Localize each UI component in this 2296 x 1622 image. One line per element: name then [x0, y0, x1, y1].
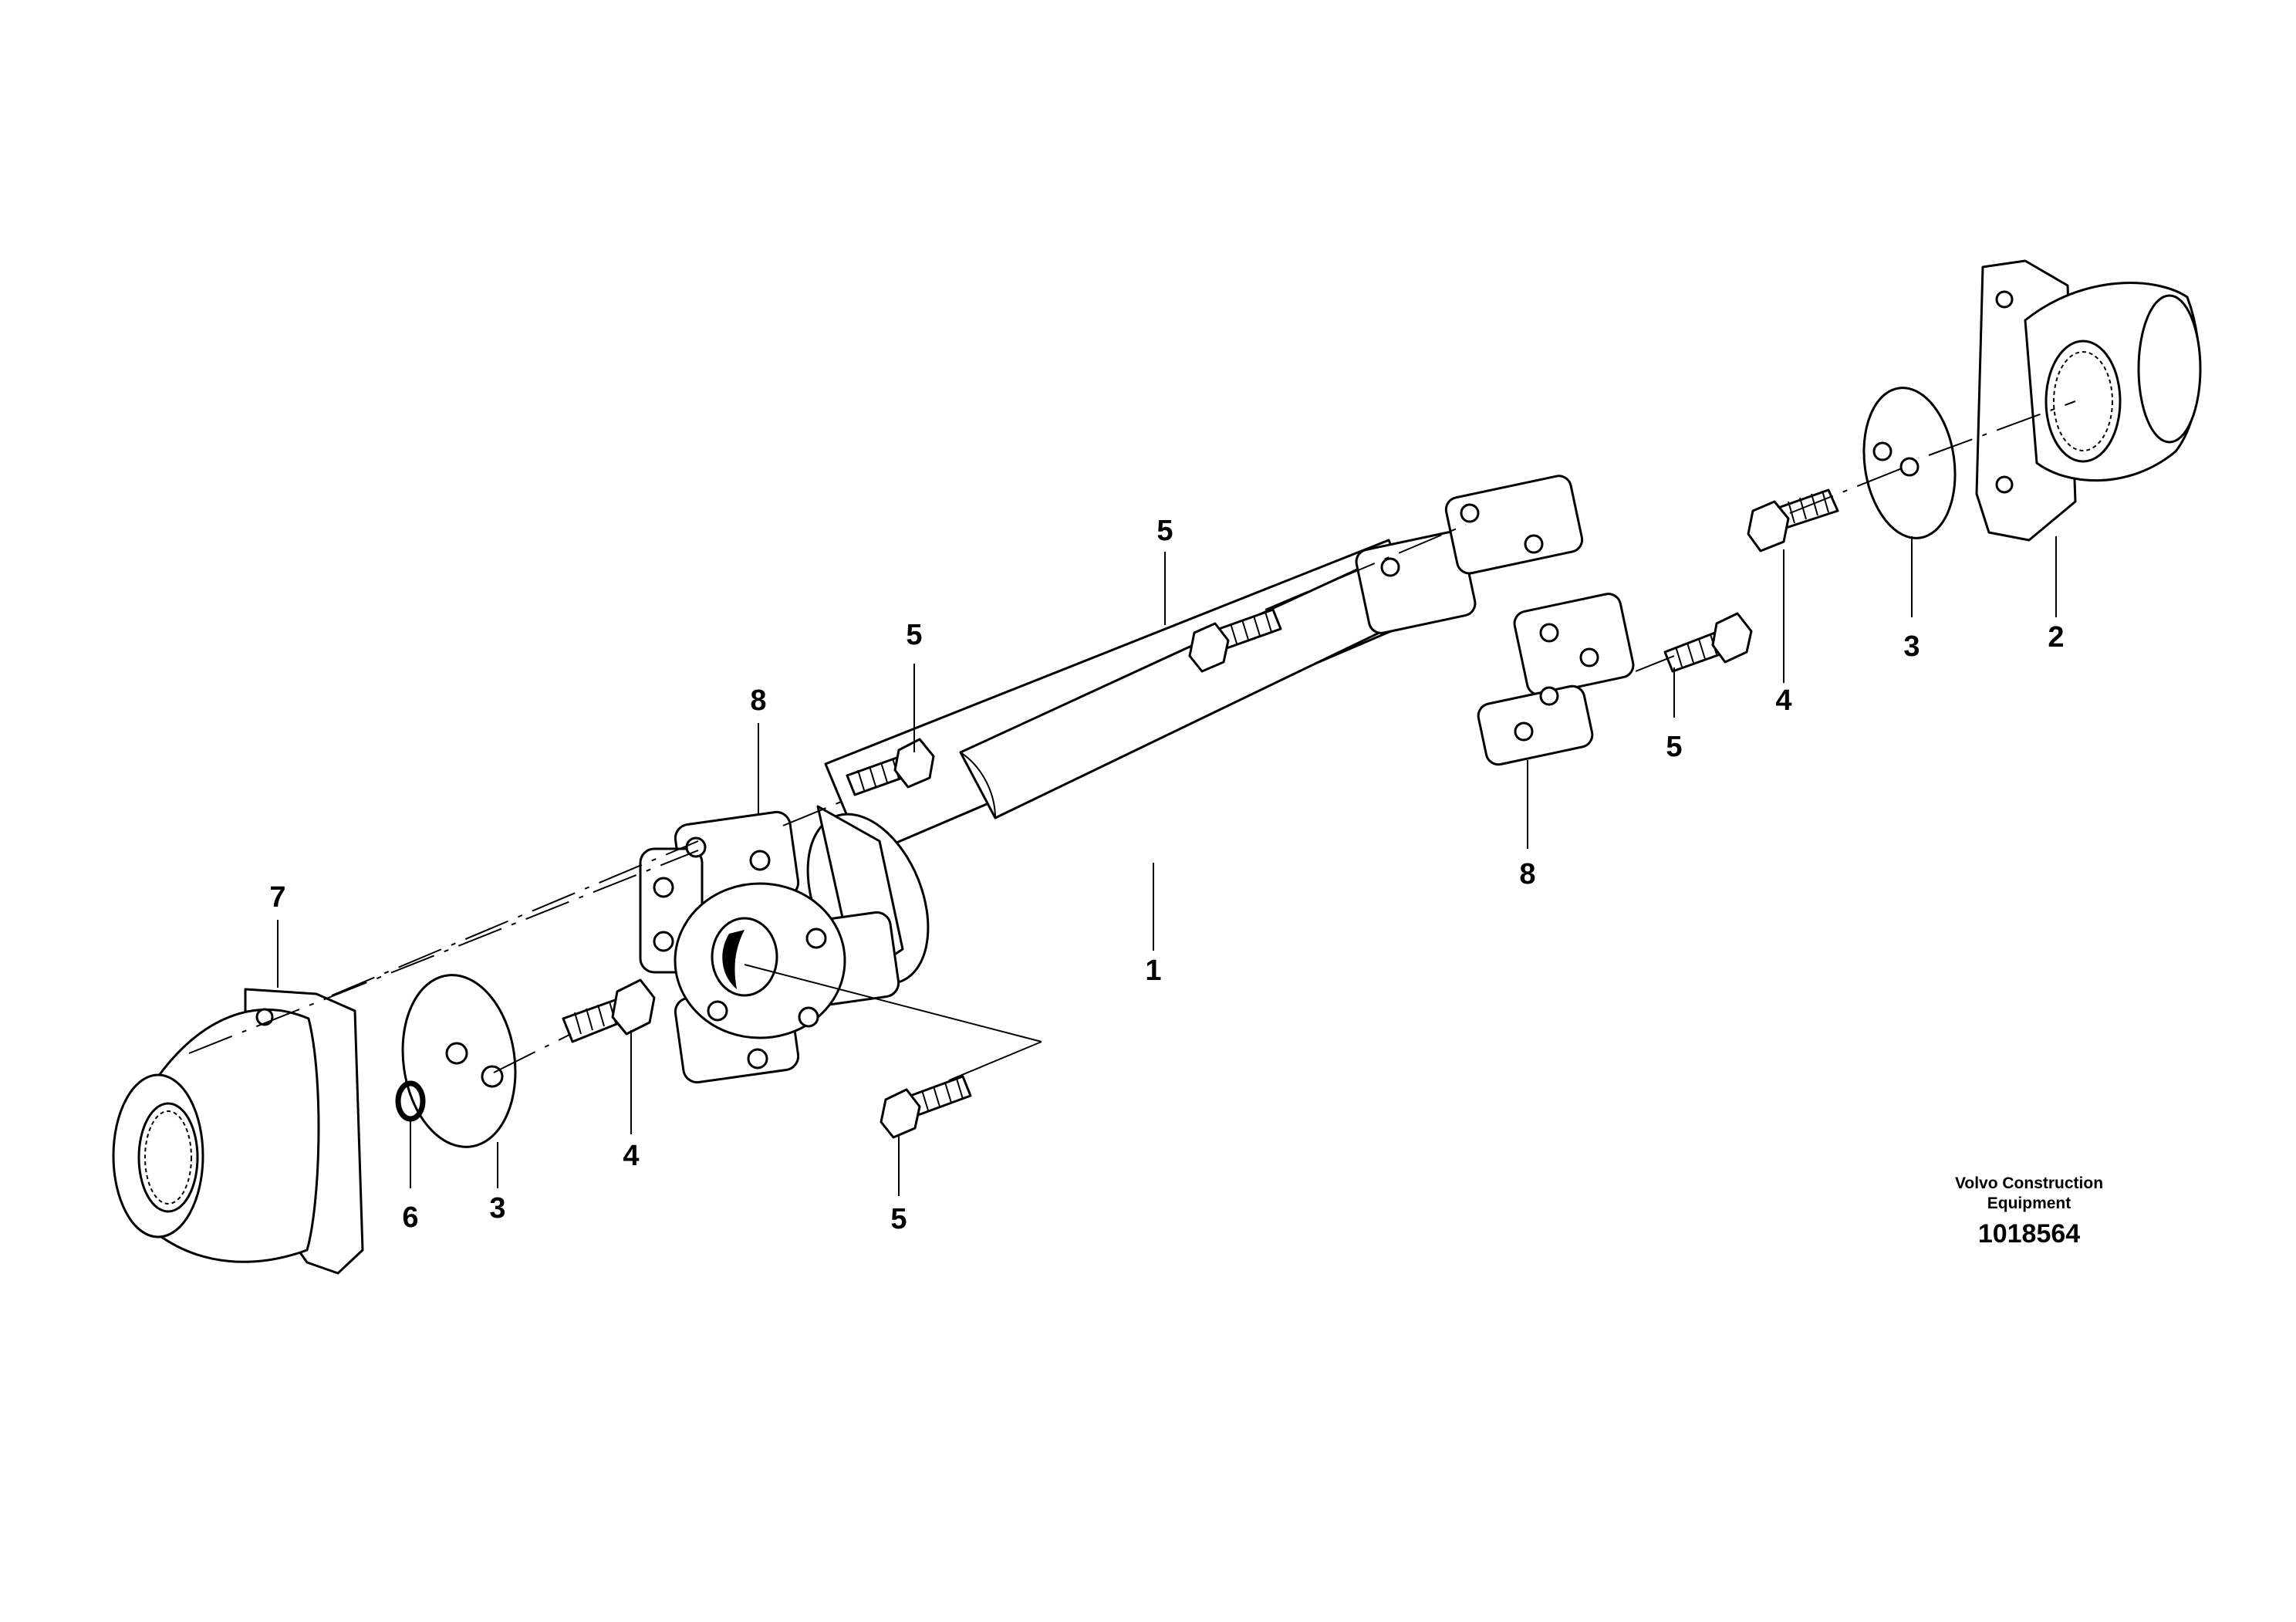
brand-name-line2: Equipment: [1987, 1195, 2071, 1212]
callout-4-left: 4: [623, 1140, 639, 1172]
lock-plate-right: [1862, 387, 1957, 539]
o-ring: [395, 1080, 426, 1122]
screw-5-mid: [846, 738, 935, 796]
callout-5-mid: 5: [906, 619, 922, 651]
drawing-footer: Volvo Construction Equipment 1018564: [1955, 1174, 2103, 1249]
universal-joint-right: [1355, 475, 1635, 766]
callout-8-right: 8: [1519, 858, 1535, 890]
callout-5-right: 5: [1666, 731, 1682, 763]
callout-5-bottom: 5: [890, 1203, 907, 1235]
flange-yoke-right: [1975, 259, 2202, 542]
flange-yoke-left: [112, 988, 364, 1275]
universal-joint-left: [639, 810, 900, 1084]
callout-numbers: 1 2 3 3 4 4 5 5 5 5 6 7 8 8: [269, 515, 2064, 1235]
callout-3-left: 3: [489, 1192, 505, 1225]
callout-4-right: 4: [1775, 684, 1791, 717]
callout-6: 6: [402, 1201, 418, 1234]
callout-5-top: 5: [1156, 515, 1173, 547]
assembly-axis-lines: [188, 400, 2076, 1081]
screw-5-right: [1663, 612, 1753, 673]
callout-3-right: 3: [1903, 630, 1920, 663]
callout-leaders: [277, 536, 2057, 1196]
callout-8-left: 8: [750, 684, 766, 717]
brand-name-line1: Volvo Construction: [1955, 1174, 2103, 1192]
screw-5-top: [1188, 608, 1282, 673]
callout-7: 7: [269, 881, 285, 914]
screw-4-left: [562, 978, 656, 1043]
callout-1: 1: [1145, 955, 1161, 987]
callout-2: 2: [2048, 621, 2064, 654]
lock-plate-left: [401, 974, 517, 1148]
drawing-number: 1018564: [1978, 1219, 2080, 1249]
screw-5-bottom: [880, 1075, 972, 1139]
